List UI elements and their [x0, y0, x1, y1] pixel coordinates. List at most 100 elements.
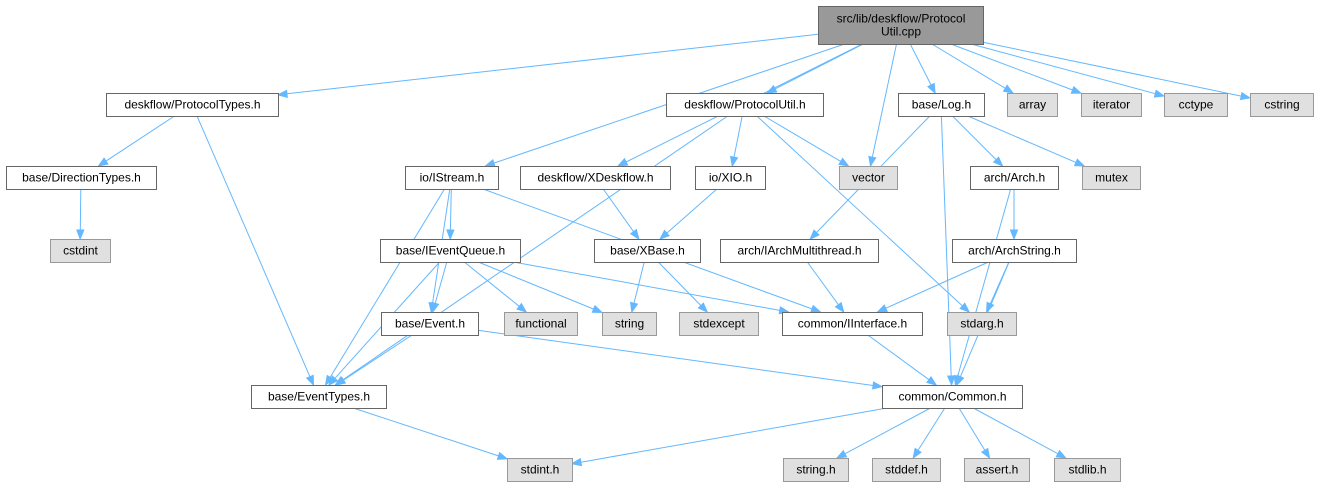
edge-line — [885, 261, 989, 309]
node-root[interactable]: src/lib/deskflow/ProtocolUtil.cpp — [818, 6, 984, 45]
node-xdeskflow[interactable]: deskflow/XDeskflow.h — [520, 166, 671, 190]
node-string_h: string.h — [783, 458, 849, 482]
arrowhead-icon — [1073, 158, 1086, 167]
node-label: io/XIO.h — [709, 171, 752, 185]
arrowhead-icon — [1009, 229, 1019, 241]
node-common[interactable]: common/Common.h — [882, 385, 1023, 409]
edge-line — [329, 188, 445, 378]
node-box — [720, 239, 879, 263]
arrowhead-icon — [616, 157, 629, 167]
edge-ieventqueue-to-string — [478, 261, 604, 314]
edge-line — [353, 407, 499, 457]
node-stddef: stddef.h — [872, 458, 941, 482]
arrowhead-icon — [305, 374, 315, 387]
edge-line — [434, 261, 448, 304]
node-box — [1250, 93, 1314, 117]
node-label: cstdint — [63, 244, 98, 258]
node-label: Util.cpp — [881, 25, 921, 39]
edge-root-to-cctype — [970, 43, 1166, 98]
node-label: common/Common.h — [898, 390, 1006, 404]
node-label: array — [1019, 98, 1046, 112]
node-label: string — [615, 317, 644, 331]
node-protocolutil_h[interactable]: deskflow/ProtocolUtil.h — [666, 93, 824, 117]
edge-base_log-to-arch — [952, 115, 1004, 167]
edge-line — [867, 334, 930, 381]
node-label: base/Event.h — [395, 317, 465, 331]
edge-line — [970, 43, 1156, 95]
edge-line — [756, 115, 963, 307]
edge-line — [958, 407, 986, 451]
node-box — [666, 93, 824, 117]
node-box — [964, 458, 1030, 482]
node-stdlib: stdlib.h — [1054, 458, 1121, 482]
edge-protocoltypes-to-eventtypes — [196, 115, 315, 387]
node-directiontypes[interactable]: base/DirectionTypes.h — [6, 166, 157, 190]
edge-line — [477, 329, 874, 386]
node-box — [947, 312, 1017, 336]
node-box — [507, 458, 573, 482]
node-box — [602, 312, 657, 336]
node-protocoltypes[interactable]: deskflow/ProtocolTypes.h — [106, 93, 279, 117]
edge-protocolutil_h-to-vector — [763, 115, 850, 167]
node-box — [839, 166, 898, 190]
node-label: mutex — [1095, 171, 1128, 185]
node-label: arch/IArchMultithread.h — [737, 244, 861, 258]
node-functional: functional — [504, 312, 578, 336]
node-ieventqueue[interactable]: base/IEventQueue.h — [380, 239, 521, 263]
node-box — [1054, 458, 1121, 482]
node-box — [520, 166, 671, 190]
node-box — [50, 239, 111, 263]
edge-line — [602, 188, 635, 232]
node-label: vector — [852, 171, 885, 185]
arrowhead-icon — [630, 301, 639, 314]
node-istream[interactable]: io/IStream.h — [405, 166, 499, 190]
node-box — [1164, 93, 1228, 117]
edge-istream-to-eventtypes — [324, 188, 445, 387]
edge-event-to-common — [477, 329, 884, 390]
node-label: stdexcept — [693, 317, 745, 331]
node-label: stdarg.h — [960, 317, 1003, 331]
arrowhead-icon — [327, 375, 339, 387]
edge-line — [844, 407, 931, 455]
edge-line — [931, 43, 1006, 89]
node-arch[interactable]: arch/Arch.h — [970, 166, 1059, 190]
node-cctype: cctype — [1164, 93, 1228, 117]
node-label: src/lib/deskflow/Protocol — [837, 12, 966, 26]
edges-layer — [76, 33, 1252, 467]
node-iarchmultithread[interactable]: arch/IArchMultithread.h — [720, 239, 879, 263]
node-iinterface[interactable]: common/IInterface.h — [782, 312, 923, 336]
node-box — [380, 239, 521, 263]
edge-protocolutil_h-to-xio — [729, 115, 743, 168]
edge-common-to-assert — [958, 407, 991, 460]
arrowhead-icon — [97, 157, 109, 167]
edge-iarchmultithread-to-iinterface — [806, 261, 845, 314]
node-event[interactable]: base/Event.h — [381, 312, 479, 336]
arrowhead-icon — [697, 302, 709, 313]
node-box — [106, 93, 279, 117]
edge-ieventqueue-to-functional — [463, 261, 528, 313]
node-iterator: iterator — [1081, 93, 1142, 117]
arrowhead-icon — [959, 302, 971, 313]
arrowhead-icon — [516, 302, 528, 313]
node-box — [818, 6, 984, 45]
node-eventtypes[interactable]: base/EventTypes.h — [251, 385, 387, 409]
edge-root-to-iterator — [950, 43, 1083, 94]
node-base_log[interactable]: base/Log.h — [898, 93, 985, 117]
node-stdexcept: stdexcept — [679, 312, 759, 336]
node-xio[interactable]: io/XIO.h — [695, 166, 766, 190]
edge-line — [196, 115, 311, 377]
node-label: base/IEventQueue.h — [396, 244, 505, 258]
node-cstring: cstring — [1250, 93, 1314, 117]
edge-common-to-stdlib — [973, 407, 1067, 459]
arrowhead-icon — [1002, 84, 1015, 94]
edge-line — [478, 261, 594, 310]
node-xbase[interactable]: base/XBase.h — [594, 239, 701, 263]
node-archstring[interactable]: arch/ArchString.h — [952, 239, 1077, 263]
node-label: deskflow/ProtocolUtil.h — [684, 98, 805, 112]
node-box — [695, 166, 766, 190]
edge-root-to-base_log — [909, 43, 936, 95]
arrowhead-icon — [729, 155, 739, 168]
edge-line — [580, 407, 888, 463]
edge-line — [79, 188, 82, 231]
arrowhead-icon — [876, 304, 888, 313]
